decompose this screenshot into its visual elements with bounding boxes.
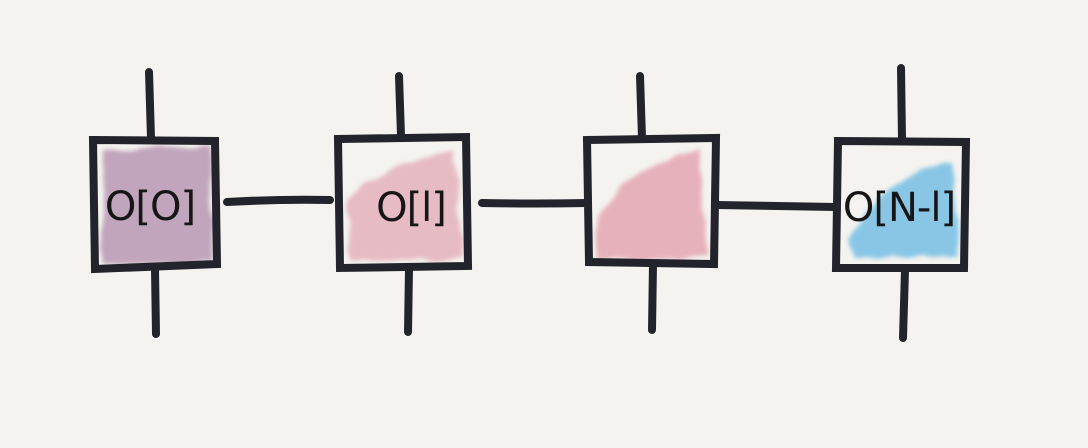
tensor-node-1: O[l] bbox=[333, 72, 473, 336]
tensor-fill-0 bbox=[102, 146, 212, 266]
tensor-fill-1 bbox=[348, 150, 462, 262]
bond-line-1-2 bbox=[478, 199, 591, 208]
tensor-down-leg-2 bbox=[648, 260, 657, 334]
tensor-box-3 bbox=[831, 136, 971, 272]
tensor-box-1 bbox=[333, 132, 473, 273]
tensor-node-0: O[O] bbox=[88, 68, 222, 338]
tensor-box-2 bbox=[582, 133, 721, 269]
tensor-down-leg-0 bbox=[151, 266, 160, 338]
tensor-down-leg-1 bbox=[404, 264, 413, 336]
tensor-node-3: O[N-l] bbox=[831, 64, 971, 342]
tensor-up-leg-1 bbox=[395, 72, 405, 140]
tensor-label-0: O[O] bbox=[105, 184, 195, 230]
tensor-up-leg-3 bbox=[897, 64, 906, 144]
tensor-label-3: O[N-l] bbox=[843, 185, 955, 231]
tensor-fill-3 bbox=[850, 162, 958, 258]
tensor-up-leg-2 bbox=[636, 72, 646, 142]
tensor-node-2 bbox=[582, 72, 721, 334]
bond-line-0-1 bbox=[223, 195, 334, 206]
tensor-fill-2 bbox=[596, 150, 707, 260]
tensor-label-1: O[l] bbox=[376, 185, 446, 231]
tensor-down-leg-3 bbox=[899, 266, 909, 342]
tensor-box-0 bbox=[88, 135, 222, 274]
tensor-up-leg-0 bbox=[145, 68, 155, 142]
bond-line-2-3 bbox=[712, 201, 840, 211]
